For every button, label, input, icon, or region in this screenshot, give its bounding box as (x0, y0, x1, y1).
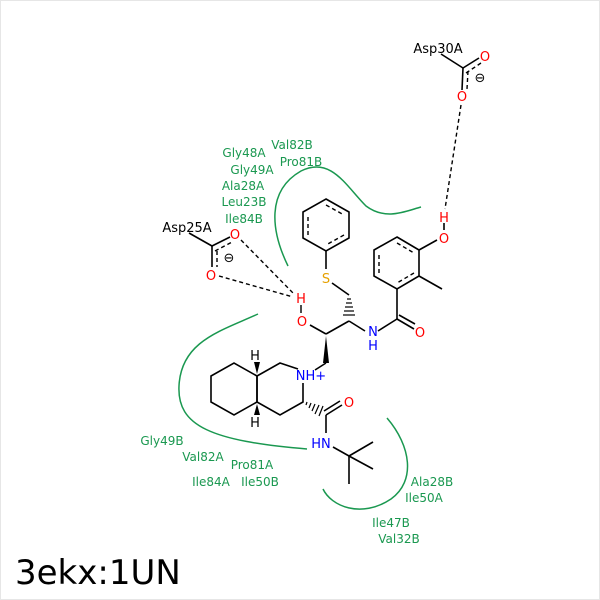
asp30a-carboxylate (440, 53, 482, 91)
hydrophobic-arc-right (322, 417, 409, 510)
atom-o: O (457, 90, 467, 105)
atom-o: O (230, 228, 240, 243)
atom-h: H (296, 292, 306, 307)
atom-h: H (368, 339, 378, 354)
negative-charge-icon: ⊖ (224, 251, 235, 266)
hashed-bond (305, 401, 324, 417)
backbone-bonds (309, 289, 416, 335)
atom-h: H (250, 349, 260, 364)
residue-label: Val82B (271, 138, 312, 152)
atom-hn: HN (311, 437, 331, 452)
residue-label-asp30a: Asp30A (413, 42, 462, 57)
tert-butyl (332, 441, 374, 484)
atom-n: N (368, 325, 378, 340)
hydrophobic-arc-left (178, 313, 308, 450)
wedge-bond (323, 336, 329, 363)
atom-o: O (480, 50, 490, 65)
atom-o: O (415, 326, 425, 341)
hydrogen-bond (218, 275, 294, 298)
residue-label: Ile84A (192, 475, 231, 489)
residue-label: Ala28B (411, 475, 453, 489)
residue-label: Val32B (378, 532, 419, 546)
atom-o: O (206, 269, 216, 284)
atom-o: O (439, 232, 449, 247)
decahydroisoquinoline (210, 362, 304, 416)
residue-label: Gly49A (230, 163, 274, 177)
residue-label: Ile84B (225, 212, 263, 226)
residue-label: Ile47B (372, 516, 410, 530)
atom-o: O (344, 396, 354, 411)
hydrogen-bond (240, 239, 295, 295)
atom-nh-plus: NH+ (296, 369, 326, 384)
hydrogen-bond (444, 104, 462, 210)
residue-label: Leu23B (222, 195, 267, 209)
hashed-bond (343, 298, 355, 316)
diagram-title: 3ekx:1UN (15, 553, 181, 593)
atom-h: H (250, 416, 260, 431)
residue-label: Val82A (182, 450, 224, 464)
residue-label-asp25a: Asp25A (162, 221, 211, 236)
residue-label: Ala28A (222, 179, 265, 193)
atom-s: S (322, 272, 330, 287)
hydrophobic-arc-top (274, 166, 422, 267)
negative-charge-icon: ⊖ (475, 71, 486, 86)
phenyl-ring (302, 198, 350, 296)
wedge-bond (254, 362, 260, 374)
residue-label: Pro81A (231, 458, 274, 472)
residue-label: Gly48A (222, 146, 266, 160)
asp25a-carboxylate (188, 232, 233, 267)
residue-label: Ile50B (241, 475, 279, 489)
residue-label: Gly49B (140, 434, 183, 448)
benzoyl-ring (373, 223, 445, 290)
atom-o: O (297, 315, 307, 330)
residue-label: Ile50A (405, 491, 444, 505)
atom-h: H (439, 211, 449, 226)
wedge-bond (254, 404, 260, 415)
residue-label: Pro81B (280, 155, 323, 169)
